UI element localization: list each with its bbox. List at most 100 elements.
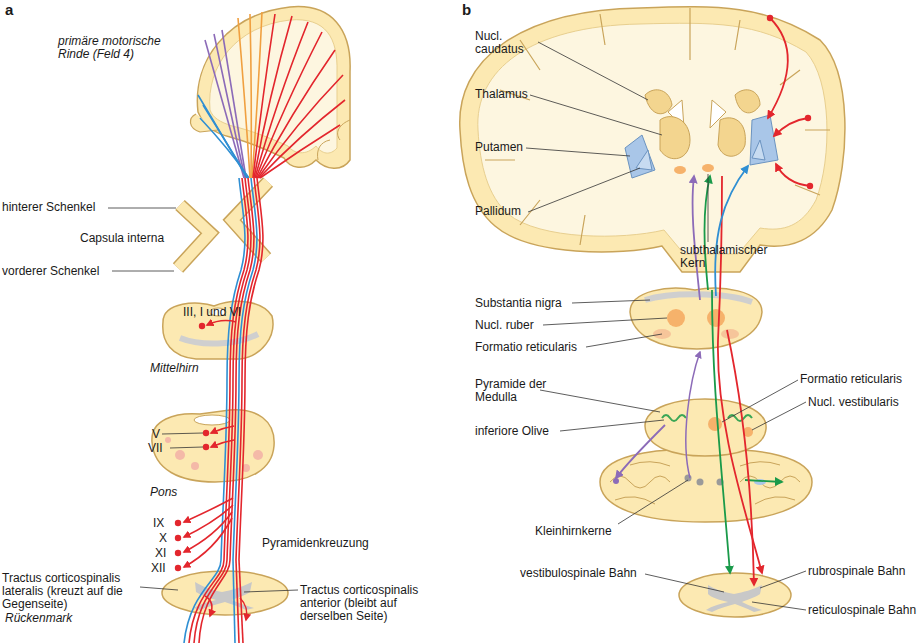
nerve-number: VII [148, 442, 163, 455]
midbrain-section [645, 294, 752, 302]
leader-line [244, 590, 298, 592]
leader-line [540, 390, 660, 412]
tract-label: rubrospinale Bahn [808, 565, 905, 578]
brain-coronal-section [478, 23, 827, 254]
structure-label: Thalamus [475, 88, 528, 101]
pons-section [152, 410, 274, 482]
spinal-cord-section [679, 573, 791, 617]
pons-section [175, 450, 185, 460]
region-label: Pons [150, 486, 177, 499]
motor-pathways [718, 176, 762, 573]
cranial-nerve-branches [184, 512, 232, 552]
tract-label: Tractus corticospinalis anterior (bleibt… [300, 584, 450, 623]
brain-coronal-section [645, 90, 672, 114]
leader-line [586, 334, 662, 347]
leader-line [162, 433, 203, 434]
panel-letter: a [5, 2, 13, 18]
motor-fibers [240, 598, 247, 620]
leader-line [526, 42, 806, 610]
structure-label: Nucl. caudatus [475, 30, 539, 56]
midbrain-section [707, 309, 725, 327]
brain-coronal-section [735, 90, 760, 113]
spinal-cord-section [679, 573, 791, 617]
structure-label: Substantia nigra [475, 297, 562, 310]
brain-coronal-section [460, 7, 845, 272]
leader-line [722, 380, 798, 422]
cranial-nerve-branches [175, 535, 181, 541]
cranial-nerve-branches [184, 498, 233, 522]
cranial-nerve-branches [207, 321, 236, 325]
cranial-nerve-branches [199, 323, 205, 329]
motor-fibers [200, 118, 249, 178]
structure-label: subthalamischer Kern [680, 244, 780, 270]
cortex-section [318, 120, 351, 160]
leader-line [760, 571, 806, 588]
leader-line [170, 447, 203, 448]
leader-line [618, 480, 688, 524]
nerve-number: XI [155, 547, 166, 560]
medulla-section [662, 415, 686, 421]
structure-label: Pyramidenkreuzung [262, 537, 369, 550]
nerve-number: V [152, 428, 160, 441]
motor-pathways [715, 166, 748, 296]
structure-label: Capsula interna [80, 232, 164, 245]
leader-line [108, 208, 176, 209]
motor-pathways [705, 176, 711, 290]
spinal-cord-section [162, 571, 288, 615]
nerve-number: X [159, 532, 167, 545]
motor-fibers [236, 178, 260, 560]
motor-pathways [616, 425, 665, 478]
leader-line [645, 574, 724, 592]
capsula-interna [178, 182, 268, 268]
cranial-nerve-branches [175, 550, 181, 556]
motor-pathways [727, 330, 754, 585]
leader-line [530, 95, 662, 135]
brain-coronal-section [702, 164, 714, 172]
motor-pathways [768, 18, 788, 118]
motor-pathways [805, 115, 811, 121]
structure-label: Kleinhirnkerne [535, 525, 612, 538]
brain-coronal-section [625, 135, 655, 178]
motor-fibers [258, 75, 343, 178]
motor-pathways [767, 15, 773, 21]
cerebellum-section [610, 462, 800, 504]
tract-label: vestibulospinale Bahn [520, 567, 637, 580]
midbrain-section [163, 301, 273, 359]
motor-fibers [199, 560, 230, 643]
structure-label: Pyramide der Medulla [475, 378, 575, 404]
motor-fibers [184, 560, 221, 643]
pons-section [152, 410, 274, 482]
midbrain-section [721, 329, 739, 339]
pons-section [191, 462, 199, 470]
leader-line [108, 208, 298, 592]
leader-line [752, 402, 806, 430]
motor-pathways [686, 352, 700, 478]
region-label: Mittelhirn [150, 362, 199, 375]
motor-fibers [257, 50, 335, 178]
structure-label: Formatio reticularis [475, 341, 577, 354]
region-label: primäre motorische Rinde (Feld 4) [58, 35, 188, 61]
motor-pathways [613, 478, 619, 484]
leader-line [708, 174, 709, 242]
cranial-nerve-branches [175, 321, 236, 572]
cranial-nerve-branches [175, 565, 181, 571]
motor-pathways [774, 118, 808, 136]
motor-fibers [233, 560, 235, 643]
pons-section [194, 415, 230, 425]
midbrain-section [163, 301, 273, 359]
leader-line [528, 168, 640, 212]
nerve-number: IX [153, 517, 164, 530]
leader-line [543, 318, 667, 325]
structure-label: Nucl. vestibularis [808, 396, 899, 409]
motor-fibers [260, 125, 340, 178]
structure-label: hinterer Schenkel [2, 201, 95, 214]
structure-label: Putamen [475, 141, 523, 154]
brain-coronal-section [660, 117, 690, 159]
motor-fibers [259, 100, 345, 178]
cranial-nerve-branches [203, 444, 209, 450]
capsula-interna [178, 205, 210, 268]
motor-fibers [252, 12, 262, 178]
tract-label: reticulospinale Bahn [808, 604, 916, 617]
